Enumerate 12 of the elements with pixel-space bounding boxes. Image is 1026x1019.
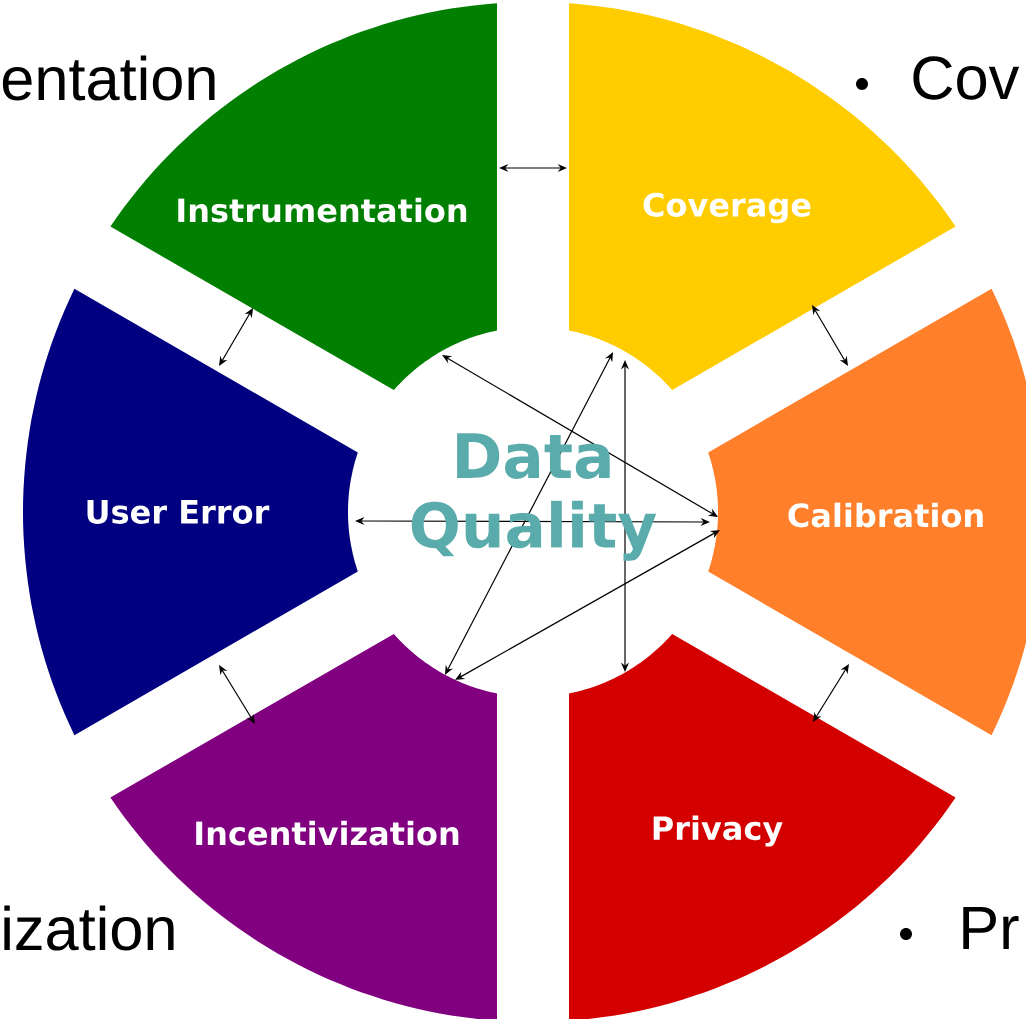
sector: Calibration bbox=[708, 288, 1026, 736]
double-arrow bbox=[499, 163, 567, 173]
double-arrow bbox=[442, 355, 718, 517]
double-arrow bbox=[455, 530, 720, 680]
slide-text: Pr bbox=[963, 906, 1019, 950]
sector: Privacy bbox=[569, 633, 956, 1019]
double-arrow bbox=[620, 360, 630, 672]
double-arrow bbox=[813, 664, 849, 722]
double-arrow bbox=[812, 305, 848, 366]
double-arrow bbox=[219, 308, 253, 366]
double-arrow bbox=[219, 665, 255, 724]
sector: User Error bbox=[23, 288, 358, 736]
